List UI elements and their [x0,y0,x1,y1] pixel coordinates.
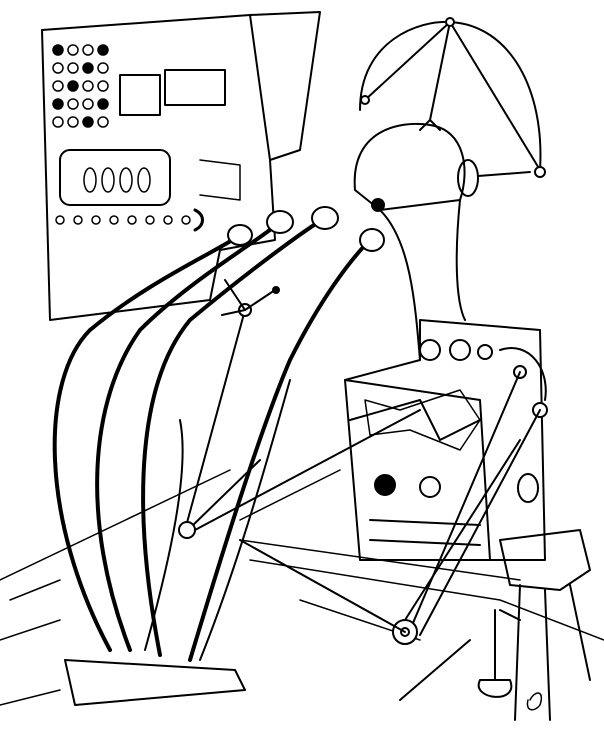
panel-grille [120,75,160,115]
signature [527,693,541,710]
panel-knob [83,63,93,73]
panel-knob [68,117,78,127]
light-bulb [84,168,96,192]
panel-knob [146,216,154,224]
panel-knob [92,216,100,224]
panel-screen [165,70,225,105]
panel-knob [53,99,63,109]
panel-knob [53,81,63,91]
bulb-bank [60,150,170,205]
control-levers [55,207,384,705]
panel-knob [98,99,108,109]
panel-knob [83,99,93,109]
panel-knob [68,45,78,55]
panel-knob [53,45,63,55]
panel-knob [83,117,93,127]
light-bulb [120,168,132,192]
panel-knobs [53,45,190,224]
panel-knob [74,216,82,224]
panel-knob [98,117,108,127]
stool [400,530,590,720]
panel-knob [98,81,108,91]
panel-knob [110,216,118,224]
lever-base [65,660,245,705]
panel-knob [128,216,136,224]
panel-knob [98,63,108,73]
robot-head [355,18,545,211]
panel-knob [56,216,64,224]
robot-neck [380,200,465,360]
linkage-rods [179,280,420,538]
light-bulb [138,168,150,192]
panel-knob [68,81,78,91]
robot-body [240,320,547,644]
panel-knob [53,117,63,127]
panel-knob [182,216,190,224]
light-bulb [102,168,114,192]
panel-knob [98,45,108,55]
panel-knob [83,45,93,55]
control-panel [42,12,320,320]
panel-knob [164,216,172,224]
panel-knob [83,81,93,91]
panel-knob [68,99,78,109]
panel-knob [68,63,78,73]
panel-knob [53,63,63,73]
